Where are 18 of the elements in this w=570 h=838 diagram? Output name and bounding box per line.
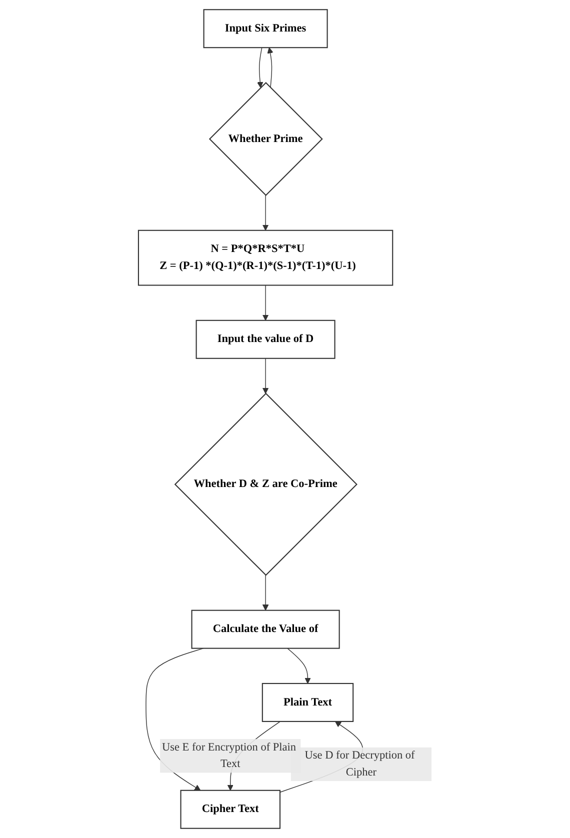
arrow [262, 358, 269, 394]
arrow [257, 47, 264, 88]
node-box: Cipher Text [180, 790, 281, 829]
node-box: Calculate the Value of [191, 610, 340, 649]
arrow [287, 648, 311, 684]
node-box: Input Six Primes [203, 9, 328, 48]
arrow [267, 47, 274, 88]
arrow [262, 574, 269, 611]
node-box: Input the value of D [196, 320, 336, 359]
node-diamond: Whether Prime [208, 82, 323, 196]
node-box: Plain Text [262, 682, 354, 722]
edge-label: Use D for Decryption of Cipher [304, 749, 415, 778]
node-box: N = P*Q*R*S*T*U Z = (P-1) *(Q-1)*(R-1)*(S-1)*(T-1)*(U-1) [138, 230, 394, 286]
edge-label: Use E for Encryption of Plain Text [162, 741, 296, 770]
arrow [146, 648, 204, 791]
arrow [262, 194, 269, 231]
arrow [262, 284, 269, 321]
node-diamond: Whether D & Z are Co-Prime [174, 392, 358, 576]
